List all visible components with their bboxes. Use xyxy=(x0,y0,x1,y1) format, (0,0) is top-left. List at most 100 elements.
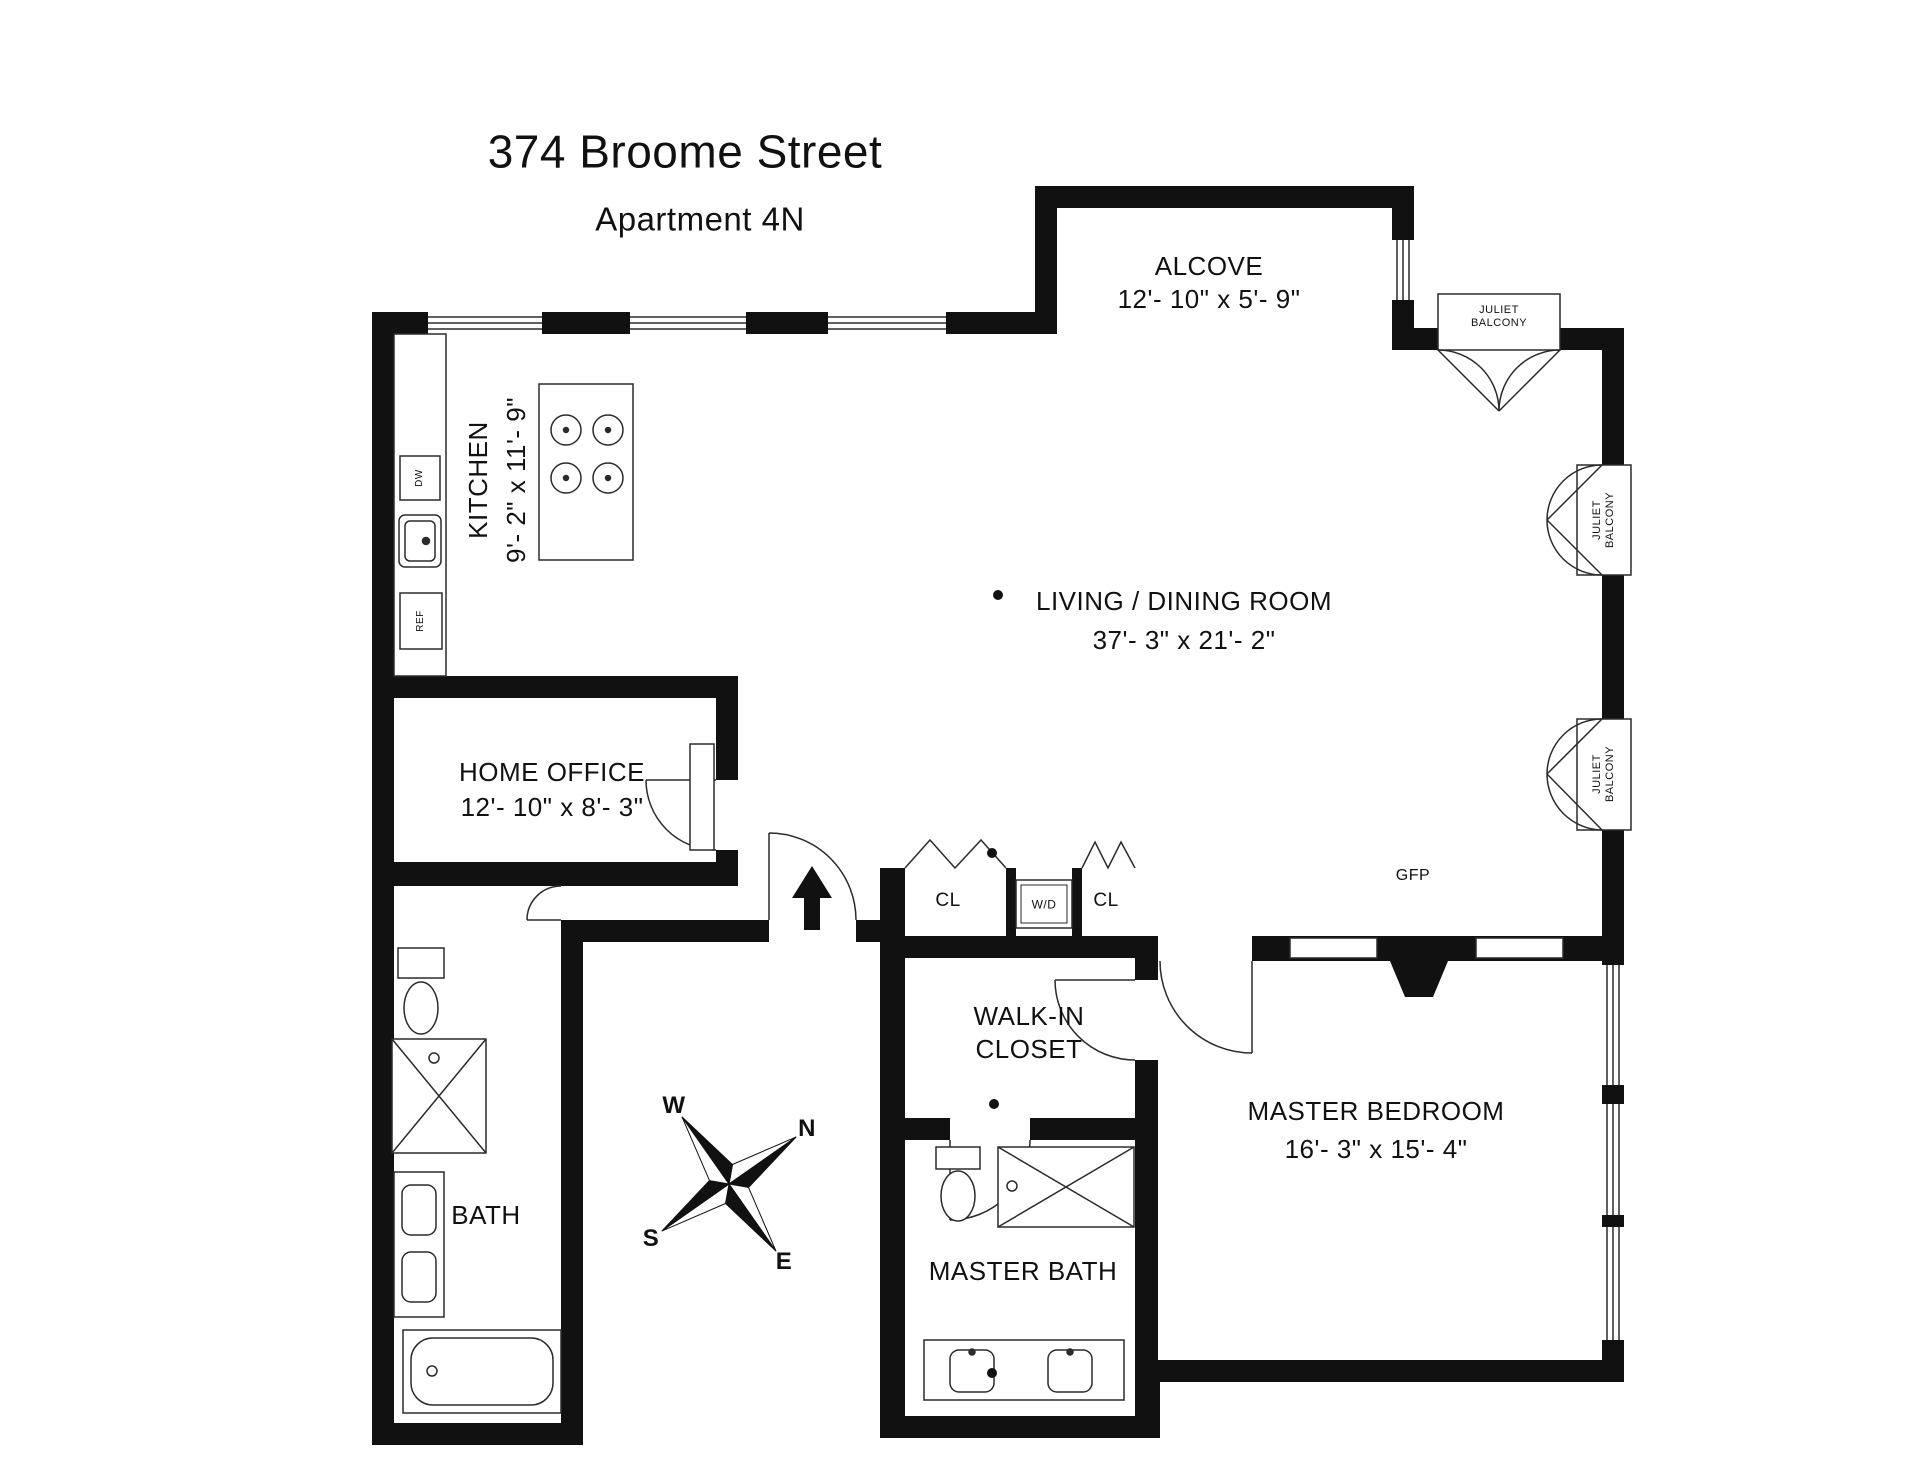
wall-office-bath-divider xyxy=(394,862,738,886)
home-office-desk xyxy=(689,743,715,851)
master-sink-1 xyxy=(949,1349,995,1393)
master-toilet-bowl xyxy=(940,1170,976,1222)
bedroom-wall-features xyxy=(1289,937,1564,997)
wall-bedroom-bottom xyxy=(1160,1360,1624,1382)
juliet-right1-line2: BALCONY xyxy=(1604,491,1616,549)
gfp-label: GFP xyxy=(1395,867,1431,884)
master-sink-2 xyxy=(1047,1349,1093,1393)
walk-in-closet-door xyxy=(1054,979,1136,1061)
french-door-top-leaves xyxy=(1437,349,1561,412)
master-bedroom-door xyxy=(1159,960,1253,1054)
refrigerator-box xyxy=(399,592,443,650)
juliet-balcony-box-right-1 xyxy=(1576,464,1632,576)
wall-closet-divider-left xyxy=(1006,868,1016,936)
page-title: 374 Broome Street xyxy=(487,125,883,178)
bath-fixtures xyxy=(391,947,562,1414)
refrigerator-label: REF xyxy=(414,610,426,632)
kitchen-faucet xyxy=(421,536,431,546)
juliet-balcony-box-top xyxy=(1437,293,1561,351)
compass-east: E xyxy=(775,1248,793,1275)
wall-closet-divider-right xyxy=(1072,868,1082,936)
french-doors xyxy=(1437,349,1603,831)
kitchen-label: KITCHEN xyxy=(463,421,493,539)
wall-alcove-top xyxy=(1035,186,1414,208)
bedroom-wall-inset-2 xyxy=(1475,937,1564,959)
french-door-right1-leaves xyxy=(1546,464,1603,576)
french-door-top-swings xyxy=(1437,349,1561,412)
bath-door xyxy=(526,885,562,921)
gfp-fireplace xyxy=(1390,961,1448,997)
home-office-dimensions: 12'- 10" x 8'- 3" xyxy=(460,791,644,822)
bath-label: BATH xyxy=(451,1199,521,1230)
shower-head xyxy=(428,1052,440,1064)
washer-dryer-inner xyxy=(1020,884,1068,924)
window-glazing xyxy=(428,240,1620,1340)
juliet-top-line2: BALCONY xyxy=(1470,317,1528,329)
bath-sink-1 xyxy=(401,1184,437,1236)
wall-kitchen-office-divider xyxy=(394,676,738,698)
compass-rose xyxy=(661,1116,797,1252)
wall-bath-right xyxy=(561,920,583,1445)
compass-south: S xyxy=(642,1225,660,1252)
page-subtitle: Apartment 4N xyxy=(595,200,805,238)
juliet-balcony-box-right-2 xyxy=(1576,718,1632,831)
wall-office-right-b xyxy=(716,850,738,886)
french-door-right2-leaves xyxy=(1546,718,1603,831)
master-bath-label: MASTER BATH xyxy=(928,1255,1118,1286)
master-faucet-1 xyxy=(968,1348,976,1356)
washer-dryer-label: W/D xyxy=(1031,897,1057,912)
juliet-right1-line1: JULIET xyxy=(1591,500,1603,540)
dishwasher-box xyxy=(399,455,441,501)
fixture-dots xyxy=(987,590,1003,1378)
kitchen-sink-basin xyxy=(404,520,436,562)
wall-walkin-masterbath-b xyxy=(1030,1118,1158,1140)
wall-masterbath-left xyxy=(880,868,905,1438)
bath-sink-2 xyxy=(401,1251,437,1303)
toilet-tank xyxy=(397,947,445,979)
compass-west: W xyxy=(662,1092,686,1119)
french-door-right2-swings xyxy=(1546,718,1603,831)
master-toilet-tank xyxy=(935,1146,981,1170)
entry-door xyxy=(768,832,857,921)
kitchen-dimensions: 9'- 2" x 11'- 9" xyxy=(501,397,531,563)
walk-in-closet-line1: WALK-IN xyxy=(973,1001,1085,1031)
stove-burners xyxy=(550,414,624,494)
juliet-balconies xyxy=(1437,293,1632,831)
juliet-balcony-right1-label: JULIET BALCONY xyxy=(1591,492,1617,548)
juliet-right2-line2: BALCONY xyxy=(1604,745,1616,803)
closet-right-label: CL xyxy=(1093,890,1119,912)
wall-bath-bottom xyxy=(372,1423,583,1445)
entry-arrow xyxy=(792,866,832,930)
toilet-bowl xyxy=(403,981,439,1035)
bedroom-wall-inset-1 xyxy=(1289,937,1378,959)
master-faucet-2 xyxy=(1066,1348,1074,1356)
alcove-dimensions: 12'- 10" x 5'- 9" xyxy=(1117,283,1301,314)
master-bedroom-label: MASTER BEDROOM xyxy=(1247,1095,1505,1126)
bathtub-inner xyxy=(410,1337,554,1406)
compass-north: N xyxy=(798,1115,816,1142)
wall-hall-bottom-b xyxy=(856,920,905,942)
wall-walkin-right-b xyxy=(1135,1060,1158,1438)
living-dining-label: LIVING / DINING ROOM xyxy=(1035,585,1333,616)
juliet-top-line1: JULIET xyxy=(1479,304,1519,316)
wall-hall-bottom-a xyxy=(561,920,769,942)
french-door-right1-swings xyxy=(1546,464,1603,576)
walk-in-closet-line2: CLOSET xyxy=(975,1034,1083,1064)
wall-alcove-step xyxy=(1035,186,1057,334)
master-bedroom-dimensions: 16'- 3" x 15'- 4" xyxy=(1284,1133,1468,1164)
juliet-balcony-right2-label: JULIET BALCONY xyxy=(1591,746,1617,802)
wall-office-right-a xyxy=(716,698,738,780)
washer-dryer-unit xyxy=(1015,879,1073,929)
wall-walkin-top xyxy=(905,936,1135,958)
closet-right-bifold-door xyxy=(1081,840,1136,870)
dishwasher-label: DW xyxy=(413,469,425,487)
wall-walkin-right-a xyxy=(1135,936,1158,980)
kitchen-fixtures xyxy=(393,333,634,677)
alcove-label: ALCOVE xyxy=(1154,250,1264,281)
walk-in-closet-label: WALK-IN CLOSET xyxy=(974,1000,1085,1066)
wall-left xyxy=(372,312,394,1445)
kitchen-label-block: KITCHEN 9'- 2" x 11'- 9" xyxy=(459,397,535,563)
closet-left-label: CL xyxy=(935,890,961,912)
